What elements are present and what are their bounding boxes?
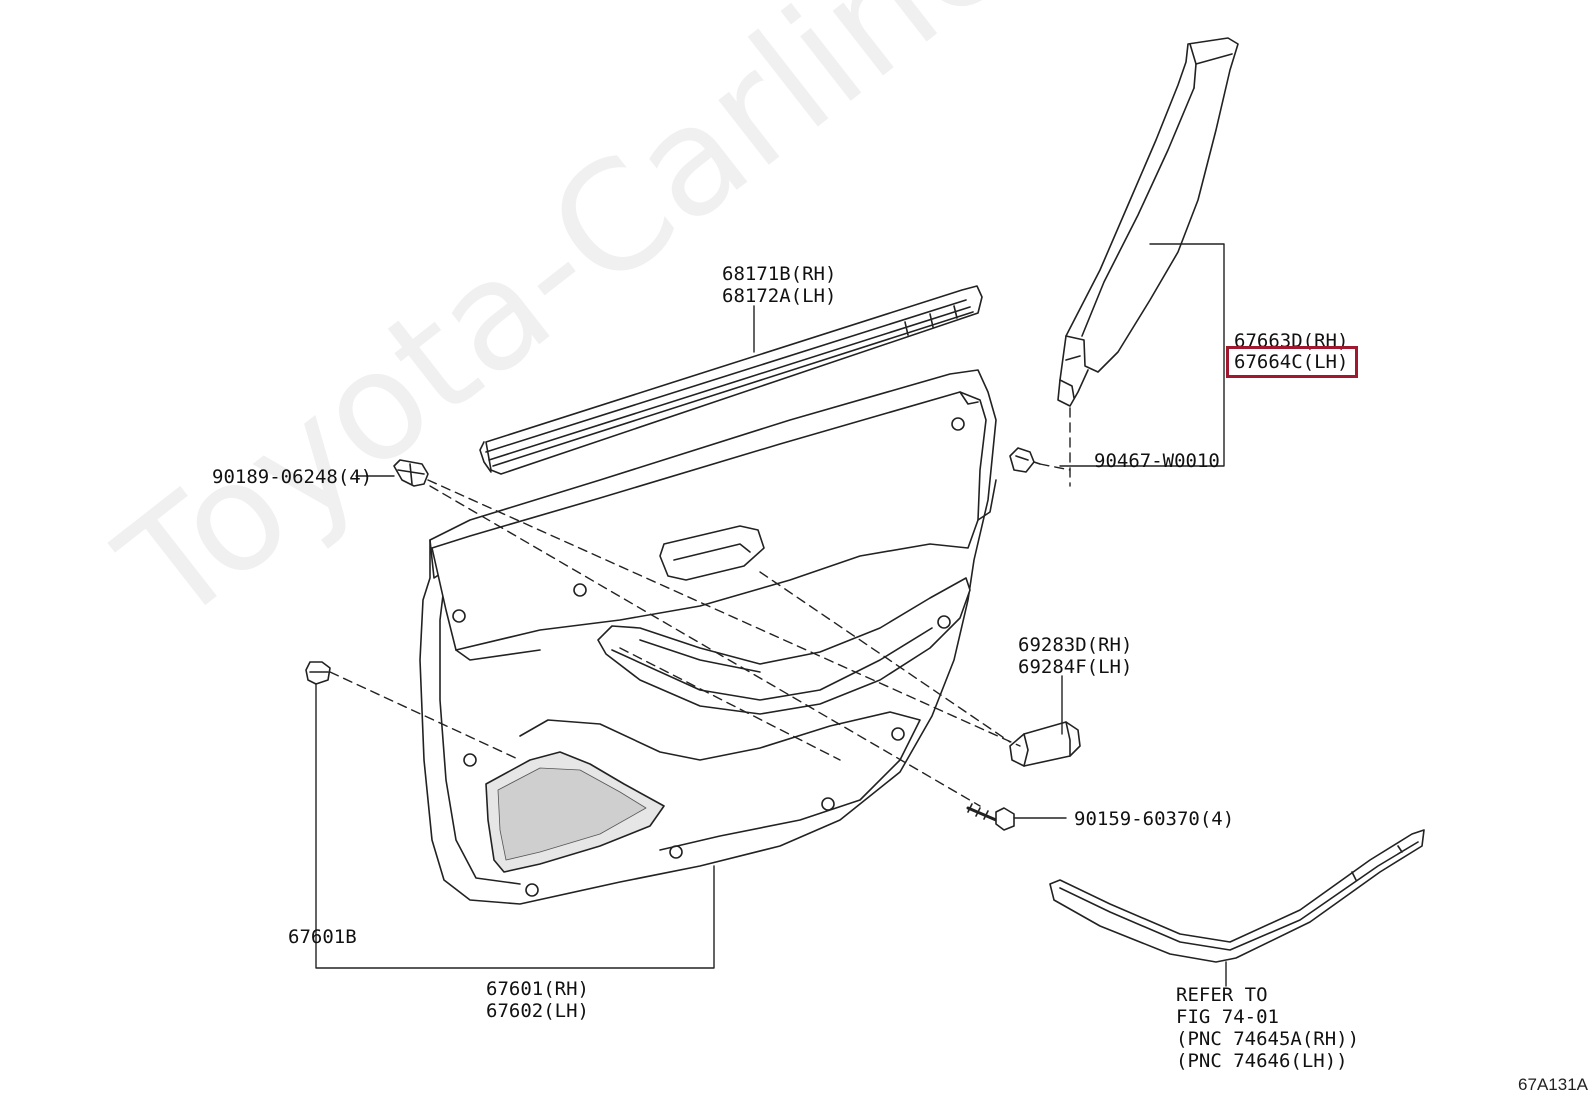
figure-code: 67A131A (1518, 1075, 1588, 1094)
label-68172A: 68172A(LH) (722, 285, 837, 307)
pillar-garnish-drawing (1057, 37, 1239, 407)
label-90189-06248: 90189-06248(4) (212, 466, 373, 488)
refer-line-1: REFER TO (1176, 984, 1268, 1006)
label-67664C: 67664C(LH) (1234, 351, 1349, 373)
lower-strip-drawing (1049, 829, 1425, 963)
label-90159-60370: 90159-60370(4) (1074, 808, 1235, 830)
label-69283D: 69283D(RH) (1018, 634, 1133, 656)
clip-lower-drawing (305, 661, 331, 685)
belt-moulding-drawing (479, 285, 983, 475)
screw-drawing (966, 803, 1015, 831)
solid-leaders (315, 243, 1227, 987)
grip-cover-drawing (1009, 721, 1081, 767)
highlight-box (1226, 346, 1358, 378)
door-trim-panel-drawing (419, 369, 997, 905)
label-67602: 67602(LH) (486, 1000, 589, 1022)
refer-line-3: (PNC 74645A(RH)) (1176, 1028, 1360, 1050)
label-67601: 67601(RH) (486, 978, 589, 1000)
label-69284F: 69284F(LH) (1018, 656, 1133, 678)
refer-line-2: FIG 74-01 (1176, 1006, 1279, 1028)
label-68171B: 68171B(RH) (722, 263, 837, 285)
label-90467-W0010: 90467-W0010 (1094, 450, 1220, 472)
refer-line-4: (PNC 74646(LH)) (1176, 1050, 1348, 1072)
label-67601B: 67601B (288, 926, 357, 948)
clip-left-drawing (393, 459, 429, 487)
dashed-leaders (329, 407, 1071, 807)
clip-upper-drawing (1009, 447, 1041, 473)
